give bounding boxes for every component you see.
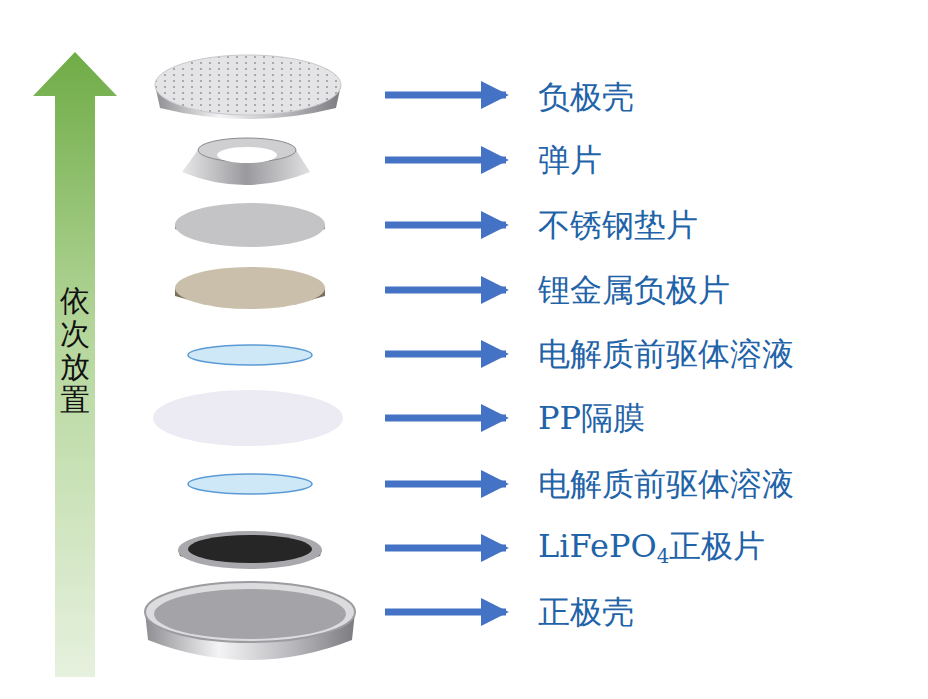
part-name: 负极壳 <box>538 81 634 113</box>
negative-shell <box>155 55 341 119</box>
part-name: 电解质前驱体溶液 <box>538 468 794 500</box>
part-name: 正极壳 <box>538 596 634 628</box>
electrolyte-drop <box>188 474 312 494</box>
lifepo4-cathode <box>178 531 322 569</box>
part-name: LiFePO4正极片 <box>538 530 765 567</box>
pp-separator <box>153 390 343 446</box>
lithium-anode <box>175 267 325 309</box>
vertical-label: 依次放置 <box>60 284 90 416</box>
order-arrow: 依次放置 <box>33 52 117 677</box>
positive-shell <box>145 582 355 660</box>
pointer-arrows <box>385 95 506 612</box>
part-name: PP隔膜 <box>538 402 645 434</box>
part-name: 不锈钢垫片 <box>538 209 698 241</box>
part-name: 锂金属负极片 <box>538 274 730 306</box>
electrolyte-drop <box>188 345 312 365</box>
steel-spacer <box>175 203 325 247</box>
part-name: 电解质前驱体溶液 <box>538 338 794 370</box>
part-name: 弹片 <box>538 144 602 176</box>
spring-washer <box>182 138 310 185</box>
